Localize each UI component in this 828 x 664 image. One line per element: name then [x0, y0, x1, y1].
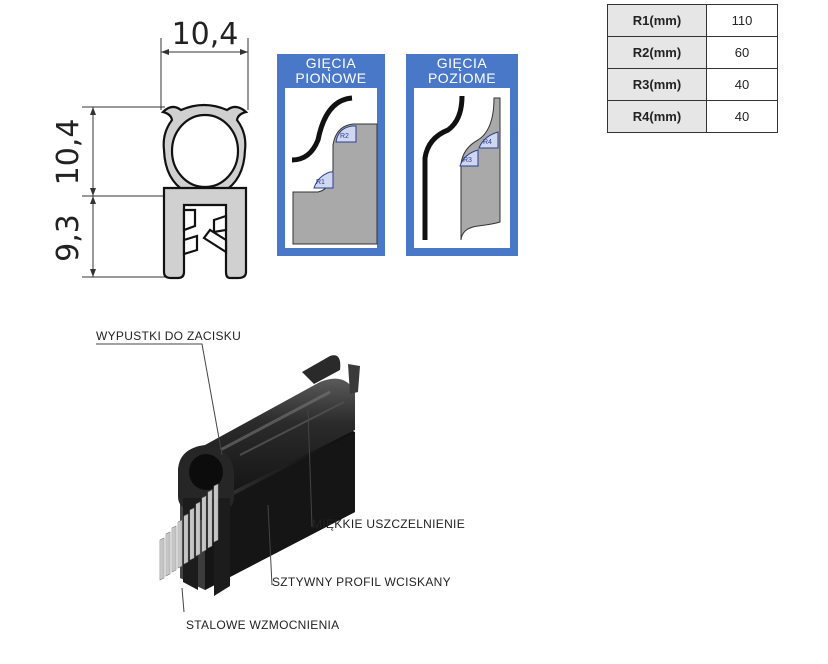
callouts: WYPUSTKI DO ZACISKU MIĘKKIE USZCZELNIENI…: [96, 329, 465, 632]
callout-rigid-profile: SZTYWNY PROFIL WCISKANY: [272, 575, 451, 589]
r4-label: R4: [483, 139, 492, 146]
vertical-panel-title-1: GIĘCIA: [306, 55, 357, 71]
r3-label: R3: [463, 157, 472, 164]
table-row: R1(mm) 110: [607, 4, 778, 37]
r1-label: R1: [316, 179, 325, 186]
radius-key: R3(mm): [607, 68, 707, 101]
horizontal-bend-panel: GIĘCIA POZIOME R4 R3: [406, 54, 518, 256]
profile-section: [160, 103, 249, 280]
steel-clips: [159, 483, 219, 581]
radius-value: 40: [706, 100, 778, 133]
callout-lips: WYPUSTKI DO ZACISKU: [96, 329, 241, 343]
r2-label: R2: [340, 133, 349, 140]
width-label: 10,4: [172, 17, 239, 52]
cross-section-drawing: 10,4 10,4 9,3: [51, 17, 249, 280]
height-top-label: 10,4: [51, 119, 86, 186]
horizontal-panel-title-2: POZIOME: [428, 70, 496, 86]
height-bottom-label: 9,3: [51, 214, 86, 262]
radius-key: R1(mm): [607, 4, 707, 37]
vertical-panel-title-2: PIONOWE: [295, 70, 366, 86]
table-row: R4(mm) 40: [607, 100, 778, 133]
callout-steel: STALOWE WZMOCNIENIA: [186, 618, 339, 632]
table-row: R2(mm) 60: [607, 36, 778, 69]
radius-value: 60: [706, 36, 778, 69]
table-row: R3(mm) 40: [607, 68, 778, 101]
vertical-bend-panel: GIĘCIA PIONOWE R2 R1: [277, 54, 385, 256]
radius-key: R2(mm): [607, 36, 707, 69]
height-dimensions: 10,4 9,3: [51, 106, 165, 278]
width-dimension: 10,4: [160, 17, 249, 110]
product-render: [159, 355, 360, 596]
radius-value: 40: [706, 68, 778, 101]
radius-value: 110: [706, 4, 778, 37]
radius-table: R1(mm) 110 R2(mm) 60 R3(mm) 40 R4(mm) 40: [607, 4, 778, 133]
horizontal-panel-title-1: GIĘCIA: [437, 55, 488, 71]
callout-soft-seal: MIĘKKIE USZCZELNIENIE: [312, 517, 465, 531]
radius-key: R4(mm): [607, 100, 707, 133]
